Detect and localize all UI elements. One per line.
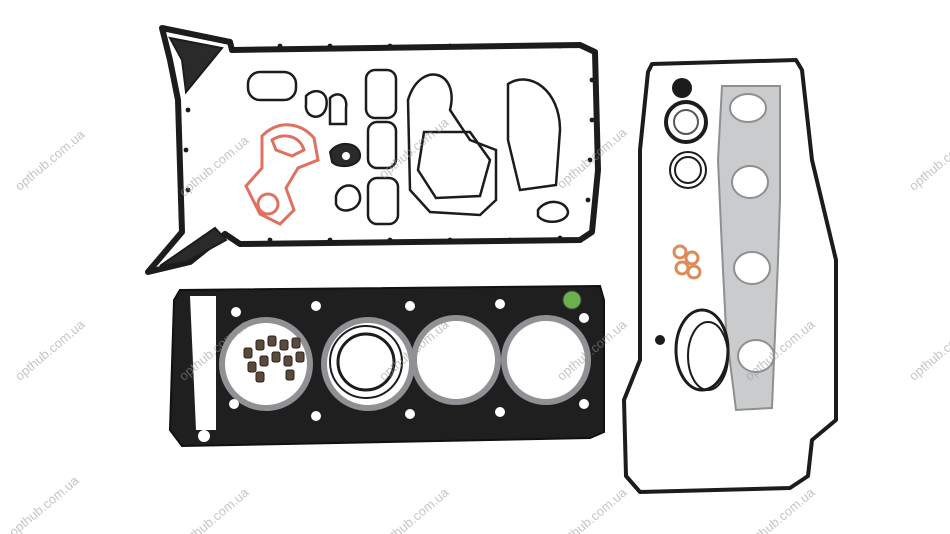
seals-and-orings bbox=[655, 78, 730, 392]
exhaust-manifold-gasket bbox=[716, 85, 781, 412]
head-gasket bbox=[168, 284, 605, 448]
oil-pan-gasket bbox=[145, 25, 601, 275]
valve-cover-gasket bbox=[622, 58, 838, 494]
